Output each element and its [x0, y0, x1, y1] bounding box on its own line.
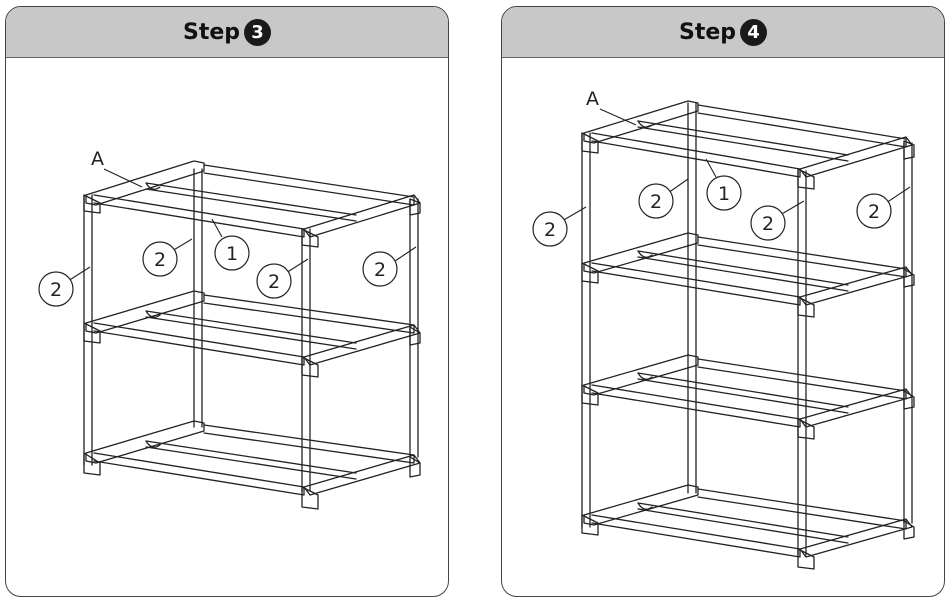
step-3-back-posts — [193, 168, 419, 458]
step-4-shelf-drawing: A 1 2 2 2 2 — [532, 88, 915, 570]
step-4-label-1: 1 — [718, 183, 730, 205]
step-3-label-a: A — [91, 148, 104, 170]
step-4-callout-1: 1 — [705, 158, 742, 211]
step-3-label-2c: 2 — [268, 271, 280, 293]
step-4-callout-a: A — [586, 88, 637, 126]
step-3-top-tier — [83, 160, 421, 248]
step-4-panel: Step 4 — [501, 6, 945, 597]
step-4-callout-2-front-right: 2 — [750, 200, 805, 241]
step-4-callout-2-back-right: 2 — [856, 186, 911, 229]
step-3-shelf-drawing: A 1 2 2 2 2 — [38, 148, 421, 510]
step-4-callout-2-front-left: 2 — [532, 206, 587, 247]
step-4-back-posts — [687, 102, 913, 524]
step-4-number-badge: 4 — [740, 18, 768, 46]
step-4-label-2d: 2 — [868, 201, 880, 223]
step-3-label-2b: 2 — [50, 279, 62, 301]
step-3-callout-2-back-right: 2 — [362, 246, 417, 287]
step-4-title-text: Step — [678, 19, 737, 45]
step-4-label-a: A — [586, 88, 599, 110]
step-3-callout-a: A — [91, 148, 143, 188]
step-3-middle-tier — [83, 290, 421, 378]
step-4-label-2b: 2 — [544, 219, 556, 241]
step-4-label-2c: 2 — [762, 213, 774, 235]
step-3-header: Step 3 — [6, 7, 448, 58]
step-3-callout-2-front-right: 2 — [256, 258, 309, 299]
step-3-callout-1: 1 — [211, 218, 250, 271]
step-4-label-2a: 2 — [650, 191, 662, 213]
step-3-label-1: 1 — [226, 243, 238, 265]
step-4-bottom-tier — [581, 484, 915, 570]
step-3-panel: Step 3 — [5, 6, 449, 597]
step-3-callout-2-front-left: 2 — [38, 266, 91, 307]
step-4-front-posts — [581, 132, 807, 556]
step-3-front-posts — [83, 194, 311, 492]
step-3-label-2d: 2 — [374, 259, 386, 281]
step-4-title: Step 4 — [678, 18, 768, 46]
step-4-third-tier — [581, 354, 915, 440]
step-4-top-tier — [581, 100, 915, 190]
step-4-callout-2-back-left: 2 — [638, 178, 689, 219]
step-3-label-2a: 2 — [154, 249, 166, 271]
step-3-title: Step 3 — [182, 18, 272, 46]
step-4-header: Step 4 — [502, 7, 944, 58]
step-3-bottom-tier — [83, 420, 421, 510]
step-4-second-tier — [581, 232, 915, 318]
step-3-title-text: Step — [182, 19, 241, 45]
step-3-callout-2-back-left: 2 — [142, 238, 193, 277]
step-3-number-badge: 3 — [244, 18, 272, 46]
